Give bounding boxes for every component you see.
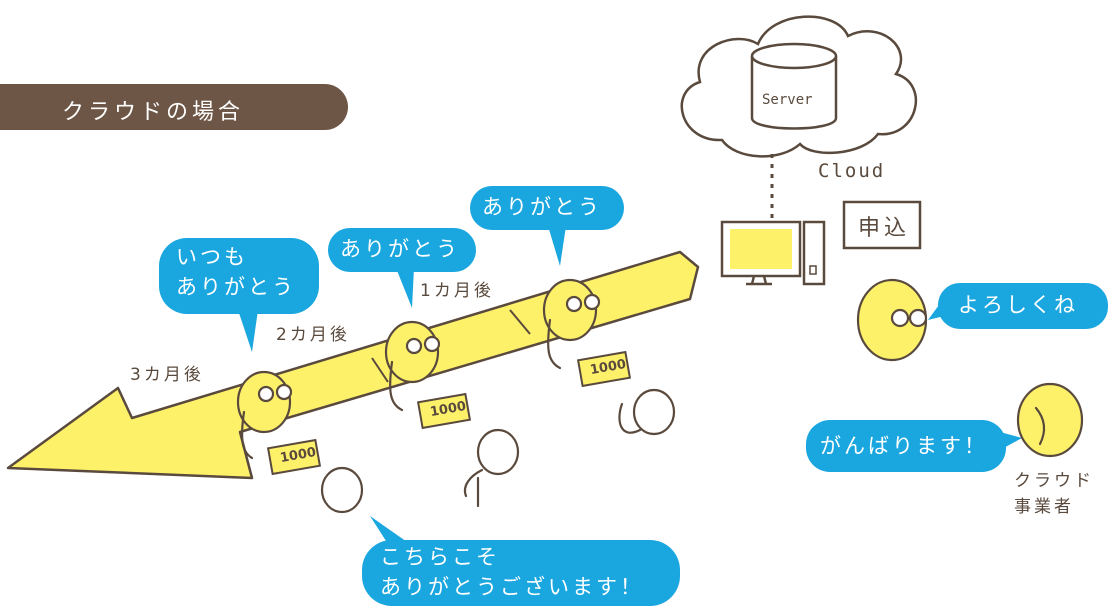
staff-icon xyxy=(320,388,676,514)
provider-label-line1: クラウド xyxy=(1014,471,1094,491)
apply-label: 申込 xyxy=(858,216,911,241)
bubble-arigatou-mid: ありがとう xyxy=(340,237,460,261)
customer-icon xyxy=(542,278,601,370)
provider-icon xyxy=(856,278,1084,458)
computer-icon xyxy=(720,220,826,286)
label-one-month: 1カ月後 xyxy=(420,281,494,301)
bubble-itsumo-line2: ありがとう xyxy=(176,275,296,299)
bubble-itsumo-line1: いつも xyxy=(176,245,248,269)
label-two-months: 2カ月後 xyxy=(276,325,350,345)
bubble-arigatou-top: ありがとう xyxy=(482,195,602,219)
payment-card xyxy=(266,438,322,476)
customer-icon xyxy=(236,370,293,460)
bubble-yoroshiku: よろしくね xyxy=(958,293,1078,317)
customer-icon xyxy=(384,320,441,412)
label-three-months: 3カ月後 xyxy=(130,365,204,385)
payment-card xyxy=(576,350,632,388)
bubble-kochira-line2: ありがとうございます！ xyxy=(380,575,644,599)
page-title: クラウドの場合 xyxy=(62,100,245,125)
section-header: クラウドの場合 xyxy=(0,84,348,130)
server-icon xyxy=(750,42,838,130)
provider-label-line2: 事業者 xyxy=(1014,497,1074,517)
bubble-kochira-line1: こちらこそ xyxy=(380,545,500,569)
apply-box xyxy=(842,200,922,250)
bubble-shapes xyxy=(159,186,1108,606)
timeline-arrow xyxy=(6,250,700,480)
server-label: Server xyxy=(762,92,813,108)
bubble-ganbarimasu: がんばります！ xyxy=(820,434,988,458)
cloud-label: Cloud xyxy=(818,160,886,182)
payment-card xyxy=(416,392,472,430)
